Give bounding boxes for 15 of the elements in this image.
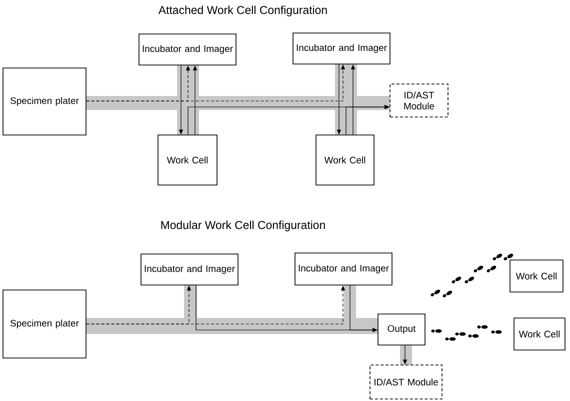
section-title: Modular Work Cell Configuration [161, 220, 325, 232]
process-box: Incubator and Imager [294, 252, 392, 286]
process-box: ID/AST Module [370, 364, 442, 400]
section-title: Attached Work Cell Configuration [158, 6, 327, 16]
process-box: Work Cell [510, 260, 564, 292]
process-box: Work Cell [158, 134, 218, 186]
process-box: Output [378, 314, 426, 346]
process-box: ID/AST Module [390, 84, 448, 118]
process-box: Incubator and Imager [138, 34, 236, 66]
process-box: Specimen plater [2, 290, 86, 358]
process-box: Incubator and Imager [292, 32, 390, 64]
process-box: Incubator and Imager [140, 254, 238, 286]
process-box: Work Cell [316, 134, 374, 186]
process-box: Specimen plater [2, 68, 86, 136]
process-box: Work Cell [514, 318, 566, 350]
